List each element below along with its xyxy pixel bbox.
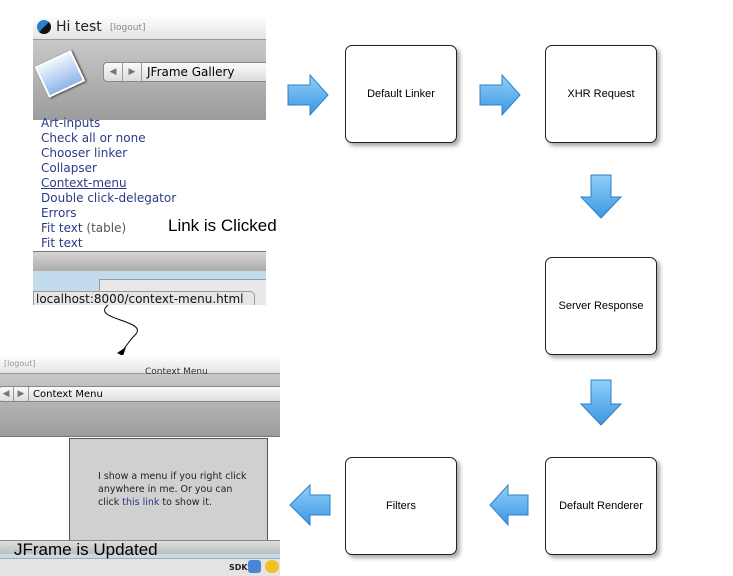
forward-button[interactable]: ▶ <box>123 63 142 81</box>
link-check-all[interactable]: Check all or none <box>41 131 146 145</box>
body-text: I show a menu if you right click anywher… <box>98 471 247 508</box>
nav-title: JFrame Gallery <box>147 65 235 79</box>
body-text-end: to show it. <box>159 497 212 508</box>
link-chooser-linker[interactable]: Chooser linker <box>41 146 128 160</box>
gallery-screenshot: Hi test [logout] ◀▶ JFrame Gallery Art-i… <box>33 15 266 305</box>
chat-icon[interactable] <box>265 560 279 573</box>
link-fit-text[interactable]: Fit text <box>41 236 83 250</box>
app-logo-icon <box>37 20 51 34</box>
step-server-response: Server Response <box>545 257 657 355</box>
greeting: Hi test <box>56 19 102 35</box>
step-filters: Filters <box>345 457 457 555</box>
link-art-inputs[interactable]: Art-inputs <box>41 116 101 130</box>
app-icon[interactable] <box>248 560 261 573</box>
arrow-down-2 <box>579 379 623 426</box>
step-default-linker: Default Linker <box>345 45 457 143</box>
arrow-right-1 <box>287 73 329 117</box>
arrow-left-2 <box>289 483 331 527</box>
arrow-right-2 <box>479 73 521 117</box>
show-menu-link[interactable]: this link <box>122 497 160 508</box>
nav-title: Context Menu <box>33 388 103 400</box>
caption-jframe-updated: JFrame is Updated <box>14 540 158 559</box>
arrow-left-1 <box>489 483 529 527</box>
logout-link[interactable]: [logout] <box>4 359 36 368</box>
link-collapser[interactable]: Collapser <box>41 161 97 175</box>
panel-text: I show a menu if you right click anywher… <box>98 470 248 509</box>
link-fit-text-table[interactable]: Fit text (table) <box>41 221 176 236</box>
caption-link-clicked: Link is Clicked <box>168 216 277 235</box>
context-menu-screenshot: [logout] Context Menu ◀▶ Context Menu I … <box>0 355 280 576</box>
sdk-label: SDK <box>229 563 248 572</box>
curved-arrow <box>104 304 138 356</box>
step-default-renderer: Default Renderer <box>545 457 657 555</box>
back-button[interactable]: ◀ <box>104 63 123 81</box>
window-title: Context Menu <box>145 367 208 377</box>
nav-bar: ◀▶ JFrame Gallery <box>103 62 266 82</box>
forward-button[interactable]: ▶ <box>14 387 29 401</box>
step-xhr-request: XHR Request <box>545 45 657 143</box>
context-menu-panel[interactable]: I show a menu if you right click anywher… <box>69 438 268 560</box>
logout-link[interactable]: [logout] <box>110 23 146 33</box>
status-url: localhost:8000/context-menu.html <box>33 291 255 305</box>
link-errors[interactable]: Errors <box>41 206 77 220</box>
link-label: Fit text <box>41 221 83 235</box>
link-context-menu[interactable]: Context-menu <box>41 176 127 190</box>
link-double-click[interactable]: Double click-delegator <box>41 191 177 205</box>
arrow-down-1 <box>579 174 623 219</box>
back-button[interactable]: ◀ <box>0 387 14 401</box>
nav-bar: ◀▶ Context Menu <box>0 386 280 402</box>
link-suffix: (table) <box>86 221 127 235</box>
